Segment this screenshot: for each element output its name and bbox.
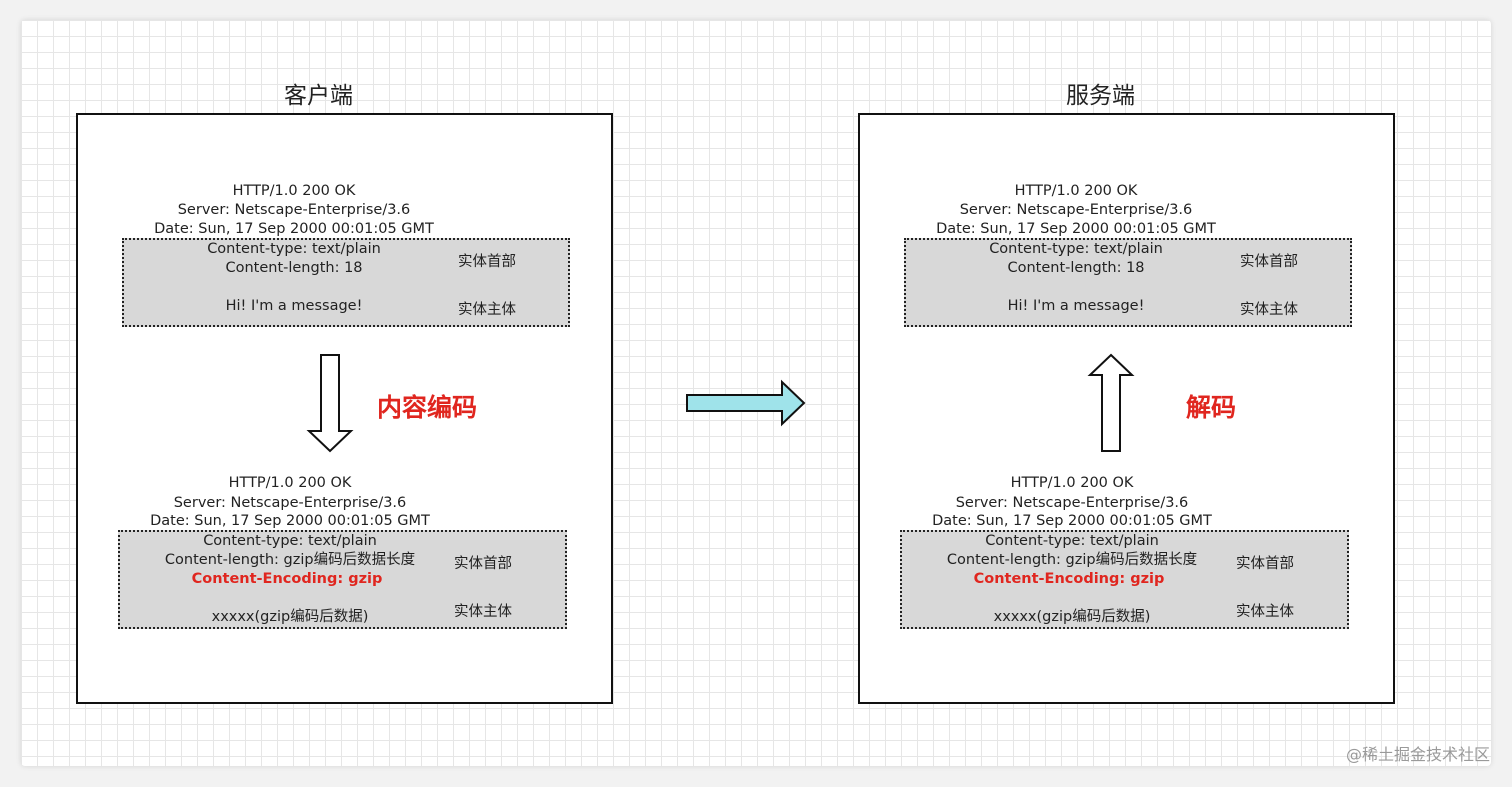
server-decoded-body: Hi! I'm a message! (1007, 298, 1145, 314)
server-decoded-entity-box (904, 238, 1352, 327)
server-decoded-content-type: Content-type: text/plain (989, 241, 1163, 257)
client-original-body-tag: 实体主体 (458, 302, 516, 318)
client-encoded-content-length: Content-length: gzip编码后数据长度 (164, 552, 416, 568)
server-decoded-body-tag: 实体主体 (1240, 302, 1298, 318)
client-original-content-length: Content-length: 18 (225, 260, 363, 276)
client-encoded-entity-box (118, 530, 567, 629)
server-decoded-date: Date: Sun, 17 Sep 2000 00:01:05 GMT (936, 221, 1216, 237)
client-original-entity-box (122, 238, 570, 327)
client-encoded-content-encoding: Content-Encoding: gzip (191, 571, 383, 587)
client-original-status: HTTP/1.0 200 OK (232, 183, 356, 199)
watermark: @稀土掘金技术社区 (1345, 745, 1490, 764)
server-received-server: Server: Netscape-Enterprise/3.6 (955, 495, 1189, 511)
server-received-content-type: Content-type: text/plain (985, 533, 1159, 549)
client-encoded-body: xxxxx(gzip编码后数据) (211, 609, 369, 625)
client-title: 客户端 (284, 83, 353, 109)
encode-down-arrow-icon (306, 354, 354, 453)
client-original-date: Date: Sun, 17 Sep 2000 00:01:05 GMT (154, 221, 434, 237)
server-action-label: 解码 (1186, 393, 1237, 422)
server-received-content-length: Content-length: gzip编码后数据长度 (946, 552, 1198, 568)
client-original-body: Hi! I'm a message! (225, 298, 363, 314)
server-received-entity-box (900, 530, 1349, 629)
server-received-header-tag: 实体首部 (1236, 556, 1294, 572)
server-decoded-header-tag: 实体首部 (1240, 254, 1298, 270)
server-received-status: HTTP/1.0 200 OK (1010, 475, 1134, 491)
client-encoded-body-tag: 实体主体 (454, 604, 512, 620)
client-encoded-date: Date: Sun, 17 Sep 2000 00:01:05 GMT (150, 513, 430, 529)
client-encoded-server: Server: Netscape-Enterprise/3.6 (173, 495, 407, 511)
client-original-server: Server: Netscape-Enterprise/3.6 (177, 202, 411, 218)
client-encoded-status: HTTP/1.0 200 OK (228, 475, 352, 491)
client-original-content-type: Content-type: text/plain (207, 241, 381, 257)
server-title: 服务端 (1066, 83, 1135, 109)
client-original-header-tag: 实体首部 (458, 254, 516, 270)
server-decoded-content-length: Content-length: 18 (1007, 260, 1145, 276)
client-encoded-content-type: Content-type: text/plain (203, 533, 377, 549)
server-received-body-tag: 实体主体 (1236, 604, 1294, 620)
client-encoded-header-tag: 实体首部 (454, 556, 512, 572)
server-received-body: xxxxx(gzip编码后数据) (993, 609, 1151, 625)
decode-up-arrow-icon (1087, 353, 1135, 452)
client-action-label: 内容编码 (377, 393, 478, 422)
server-decoded-status: HTTP/1.0 200 OK (1014, 183, 1138, 199)
server-received-date: Date: Sun, 17 Sep 2000 00:01:05 GMT (932, 513, 1212, 529)
server-received-content-encoding: Content-Encoding: gzip (973, 571, 1165, 587)
transfer-right-arrow-icon (686, 379, 806, 427)
server-decoded-server: Server: Netscape-Enterprise/3.6 (959, 202, 1193, 218)
